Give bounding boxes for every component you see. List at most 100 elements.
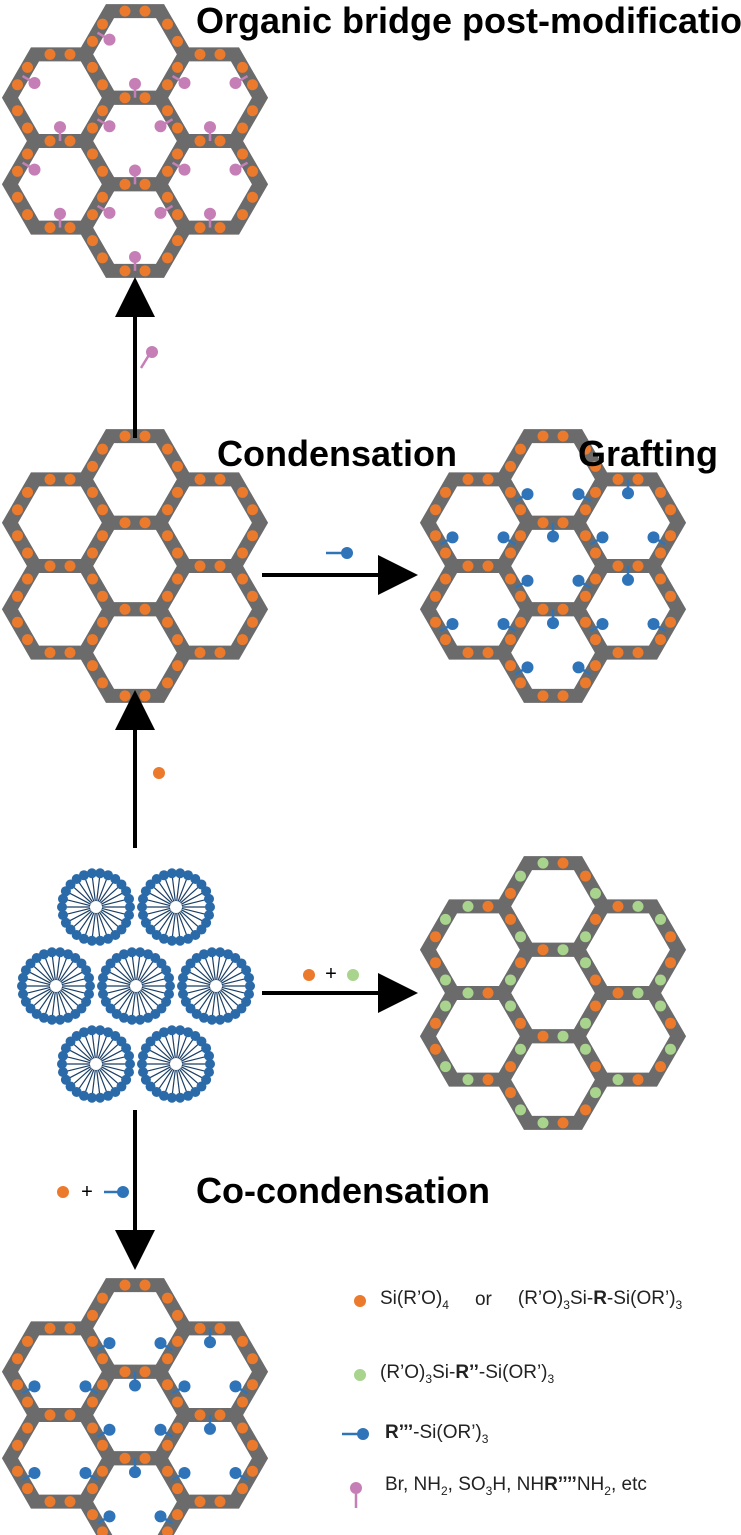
surfactant-head	[137, 1067, 148, 1078]
orange-dot	[247, 504, 258, 516]
surfactant-tail	[193, 988, 213, 1007]
orange-dot	[97, 1439, 108, 1451]
orange-dot	[515, 590, 526, 602]
blue-group	[497, 531, 510, 544]
orange-dot	[97, 252, 108, 264]
surfactant-tail	[100, 908, 123, 922]
surfactant-tail	[211, 956, 216, 982]
green-dot	[515, 1043, 526, 1055]
orange-dot	[515, 504, 526, 516]
co-condensation-structure	[1, 1278, 269, 1535]
surfactant-head	[175, 1025, 186, 1036]
orange-dot	[44, 48, 56, 60]
surfactant-tail	[78, 1038, 94, 1061]
orange-dot	[97, 616, 108, 628]
surfactant-tail	[100, 899, 126, 907]
surfactant-tail	[158, 1038, 174, 1061]
surfactant-tail	[113, 965, 133, 984]
blue-group	[596, 531, 609, 544]
surfactant-tail	[176, 911, 181, 937]
surfactant-tail	[211, 990, 216, 1016]
orange-dot	[87, 1483, 98, 1495]
surfactant-tail	[96, 877, 101, 903]
orange-dot	[119, 1366, 131, 1378]
surfactant-tail	[153, 886, 173, 905]
surfactant-head	[126, 947, 137, 958]
surfactant-tail	[158, 881, 174, 904]
surfactant-tail	[158, 910, 174, 933]
surfactant-head	[205, 1059, 215, 1069]
orange-dot	[119, 1452, 131, 1464]
orange-dot	[22, 209, 33, 221]
surfactant-head	[124, 1067, 135, 1078]
orange-dot	[247, 530, 258, 542]
green-dot	[440, 974, 451, 986]
surfactant-head	[57, 1059, 67, 1069]
orange-dot	[590, 1000, 601, 1012]
pink-group	[54, 121, 66, 134]
orange-dot	[162, 1465, 173, 1477]
surfactant-tail	[113, 988, 133, 1007]
orange-dot	[44, 560, 56, 572]
orange-dot	[580, 616, 591, 628]
orange-dot	[97, 105, 108, 117]
green-dot	[590, 887, 601, 899]
legend-text-2: (R’O)3Si-R’’-Si(OR’)3	[380, 1362, 555, 1386]
orange-dot	[22, 1422, 33, 1434]
orange-dot	[64, 48, 76, 60]
orange-dot	[632, 647, 644, 659]
orange-dot	[194, 48, 206, 60]
orange-dot	[665, 504, 676, 516]
surfactant-head	[118, 949, 129, 960]
micelle	[97, 947, 175, 1025]
surfactant-head	[124, 910, 135, 921]
surfactant-tail	[171, 1068, 176, 1094]
orange-dot	[162, 1379, 173, 1391]
micelle-core	[170, 1058, 182, 1070]
surfactant-tail	[58, 960, 74, 983]
orange-dot	[247, 1439, 258, 1451]
green-dot	[537, 857, 549, 869]
orange-dot	[632, 560, 644, 572]
surfactant-tail	[204, 990, 215, 1015]
blue-group	[547, 530, 559, 543]
surfactant-head	[125, 1059, 135, 1069]
surfactant-tail	[179, 1066, 199, 1085]
surfactant-head	[177, 972, 188, 983]
green-dot	[665, 1043, 676, 1055]
orange-dot	[97, 677, 108, 689]
green-dot	[580, 1017, 591, 1029]
pink-group	[103, 120, 116, 133]
orange-dot	[440, 573, 451, 585]
orange-dot	[162, 677, 173, 689]
surfactant-head	[204, 893, 215, 904]
surfactant-tail	[78, 910, 94, 933]
pore-wall	[569, 559, 687, 660]
orange-dot	[194, 560, 206, 572]
orange-dot	[665, 957, 676, 969]
surfactant-head	[177, 989, 188, 1000]
blue-group	[229, 1467, 242, 1480]
post-modified-structure	[1, 4, 269, 278]
surfactant-tail	[218, 960, 234, 983]
pink-group	[129, 77, 141, 90]
orange-dot	[172, 35, 183, 47]
orange-dot	[214, 647, 226, 659]
orange-dot	[172, 1483, 183, 1495]
orange-dot	[237, 1422, 248, 1434]
surfactant-head	[140, 1074, 151, 1085]
surfactant-tail	[97, 878, 108, 903]
orange-dot	[172, 1309, 183, 1321]
orange-dot	[87, 122, 98, 134]
orange-dot	[214, 48, 226, 60]
orange-dot	[665, 530, 676, 542]
surfactant-head	[57, 910, 68, 921]
orange-dot	[87, 486, 98, 498]
surfactant-tail	[153, 1066, 173, 1085]
orange-dot	[64, 222, 76, 234]
orange-dot	[162, 504, 173, 516]
surfactant-head	[57, 1050, 68, 1061]
surfactant-tail	[220, 986, 246, 994]
pink-group	[154, 120, 167, 133]
orange-dot	[162, 1353, 173, 1365]
